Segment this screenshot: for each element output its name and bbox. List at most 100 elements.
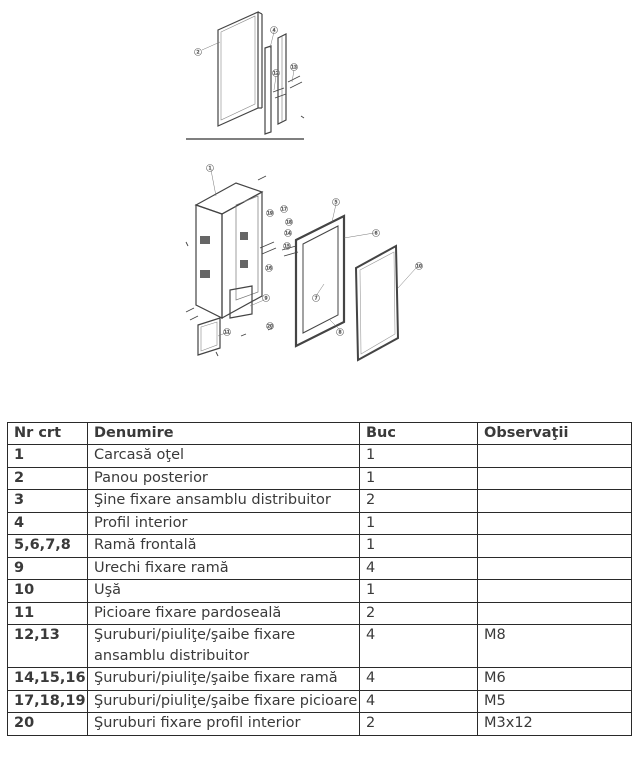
cell-qty: 1 [359,466,478,490]
cell-obs: M6 [477,667,632,691]
callout-7: 7 [312,294,320,302]
cell-obs [477,579,632,603]
cell-obs [477,489,632,513]
cell-qty: 4 [359,689,478,713]
cell-name: Ramă frontală [87,534,360,558]
table-row: 3 Şine fixare ansamblu distribuitor 2 [7,489,632,513]
steel-casing-drawing [194,182,264,320]
cell-nr: 1 [7,444,88,468]
header-buc: Buc [359,422,478,445]
callouts-bottom: 1 5 6 7 8 9 10 11 14 15 16 17 18 19 20 [206,164,423,336]
cell-name: Şuruburi/piuliţe/şaibe fixare ramă [87,667,360,691]
cell-nr: 14,15,16 [7,667,88,691]
cell-name: Carcasă oţel [87,444,360,468]
table-row: 2 Panou posterior 1 [7,466,632,490]
cell-qty: 1 [359,534,478,558]
cell-nr: 10 [7,579,88,603]
svg-text:8: 8 [339,330,342,336]
legs-drawing [197,285,253,356]
callout-6: 6 [372,229,380,237]
table-row: 10 Uşă 1 [7,579,632,603]
svg-text:1: 1 [209,166,212,172]
assembly-figure: 2 4 12 13 1 5 6 7 8 9 10 11 14 [185,11,423,362]
svg-text:14: 14 [285,231,291,237]
header-observatii: Observaţii [477,422,632,445]
callout-2: 2 [194,48,202,56]
cell-name: Panou posterior [87,466,360,490]
svg-text:7: 7 [315,296,318,302]
callout-12: 12 [272,69,280,77]
cell-nr: 3 [7,489,88,513]
table-row: 1 Carcasă oţel 1 [7,444,632,468]
table-row: 5,6,7,8 Ramă frontală 1 [7,534,632,558]
cell-nr: 17,18,19 [7,689,88,713]
svg-text:19: 19 [267,211,273,217]
cell-name: Şuruburi/piuliţe/şaibe fixare ansamblu d… [87,624,360,668]
svg-text:17: 17 [281,207,287,213]
parts-list-table: Nr crt Denumire Buc Observaţii 1 Carcasă… [7,422,632,736]
cell-name: Uşă [87,579,360,603]
bolts-bottom-drawing [185,175,299,357]
callout-8: 8 [336,328,344,336]
svg-text:9: 9 [265,296,268,302]
callout-14: 14 [284,229,292,237]
svg-text:11: 11 [224,330,230,336]
door-drawing [354,244,400,362]
cell-qty: 4 [359,624,478,668]
cell-qty: 4 [359,556,478,580]
cell-obs [477,444,632,468]
cell-name: Şine fixare ansamblu distribuitor [87,489,360,513]
callout-10: 10 [415,262,423,270]
cell-obs: M3x12 [477,712,632,736]
callouts-top: 2 4 12 13 [194,26,298,77]
cell-qty: 2 [359,489,478,513]
cell-nr: 20 [7,712,88,736]
cell-qty: 4 [359,667,478,691]
cell-qty: 1 [359,511,478,535]
cell-obs [477,534,632,558]
back-panel-drawing [217,11,263,127]
callout-19: 19 [266,209,274,217]
cell-obs: M8 [477,624,632,668]
callout-15: 15 [283,242,291,250]
table-row: 9 Urechi fixare ramă 4 [7,556,632,580]
cell-name: Şuruburi fixare profil interior [87,712,360,736]
svg-text:13: 13 [291,65,297,71]
cell-qty: 2 [359,712,478,736]
svg-text:6: 6 [375,231,378,237]
cell-obs [477,466,632,490]
svg-text:16: 16 [266,266,272,272]
table-row: 17,18,19 Şuruburi/piuliţe/şaibe fixare p… [7,689,632,713]
cell-name: Urechi fixare ramă [87,556,360,580]
callout-18: 18 [285,218,293,226]
cell-obs: M5 [477,689,632,713]
cell-name: Picioare fixare pardoseală [87,601,360,625]
header-nr-crt: Nr crt [7,422,88,445]
table-row: 11 Picioare fixare pardoseală 2 [7,601,632,625]
callout-5: 5 [332,198,340,206]
callout-1: 1 [206,164,214,172]
cell-obs [477,511,632,535]
svg-text:20: 20 [267,324,273,330]
svg-text:4: 4 [273,28,276,34]
cell-name: Şuruburi/piuliţe/şaibe fixare picioare [87,689,360,713]
cell-nr: 5,6,7,8 [7,534,88,558]
cell-obs [477,601,632,625]
callout-11: 11 [223,328,231,336]
table-header-row: Nr crt Denumire Buc Observaţii [7,422,632,445]
callout-17: 17 [280,205,288,213]
leader-lines [201,31,417,337]
cell-nr: 2 [7,466,88,490]
cell-obs [477,556,632,580]
bolts-top-drawing [272,75,305,119]
table-row: 4 Profil interior 1 [7,511,632,535]
svg-text:18: 18 [286,220,292,226]
svg-text:10: 10 [416,264,422,270]
table-row: 12,13 Şuruburi/piuliţe/şaibe fixare ansa… [7,624,632,668]
table-row: 14,15,16 Şuruburi/piuliţe/şaibe fixare r… [7,667,632,691]
cell-qty: 1 [359,579,478,603]
svg-text:5: 5 [335,200,338,206]
cell-name: Profil interior [87,511,360,535]
svg-text:2: 2 [197,50,200,56]
callout-13: 13 [290,63,298,71]
